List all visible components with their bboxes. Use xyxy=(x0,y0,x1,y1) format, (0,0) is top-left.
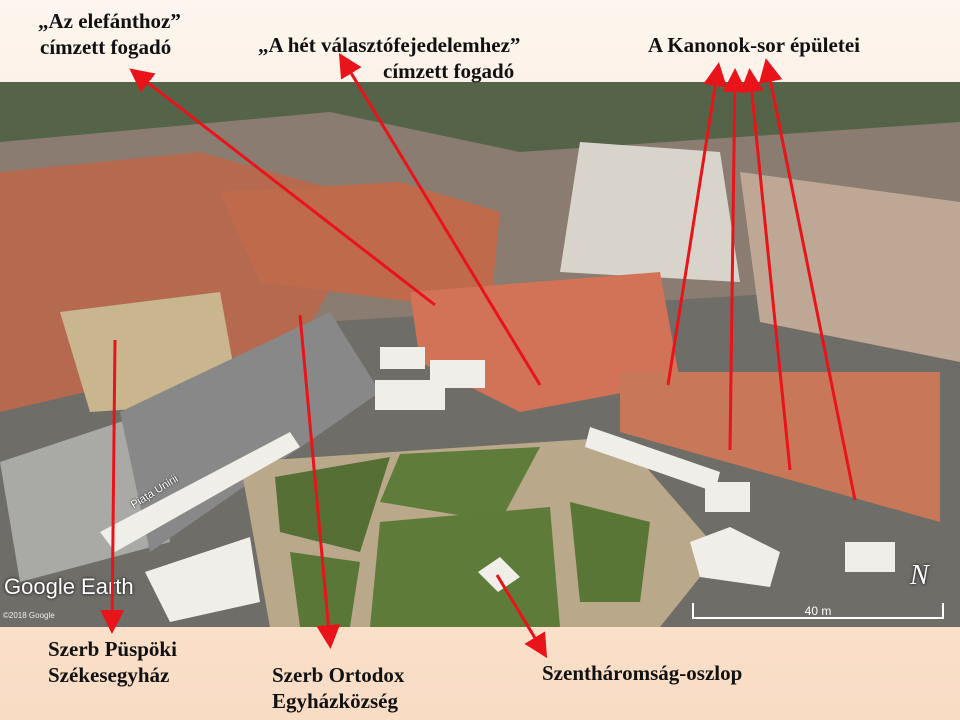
label-seven-electors-inn: „A hét választófejedelemhez” címzett fog… xyxy=(258,33,521,83)
north-arrow-icon: N xyxy=(910,560,929,591)
label-elephant-inn: „Az elefánthoz” címzett fogadó xyxy=(38,9,181,59)
copyright: ©2018 Google xyxy=(3,611,55,620)
google-earth-logo: Google Earth xyxy=(4,574,134,599)
label-canons-row: A Kanonok-sor épületei xyxy=(648,33,860,57)
aerial-photo xyxy=(0,82,960,627)
label-serbian-orthodox: Szerb Ortodox Egyházközség xyxy=(272,663,405,713)
label-trinity-column: Szentháromság-oszlop xyxy=(542,661,743,685)
scale-bar: 40 m xyxy=(692,603,944,619)
label-serbian-cathedral: Szerb Püspöki Székesegyház xyxy=(48,637,177,687)
